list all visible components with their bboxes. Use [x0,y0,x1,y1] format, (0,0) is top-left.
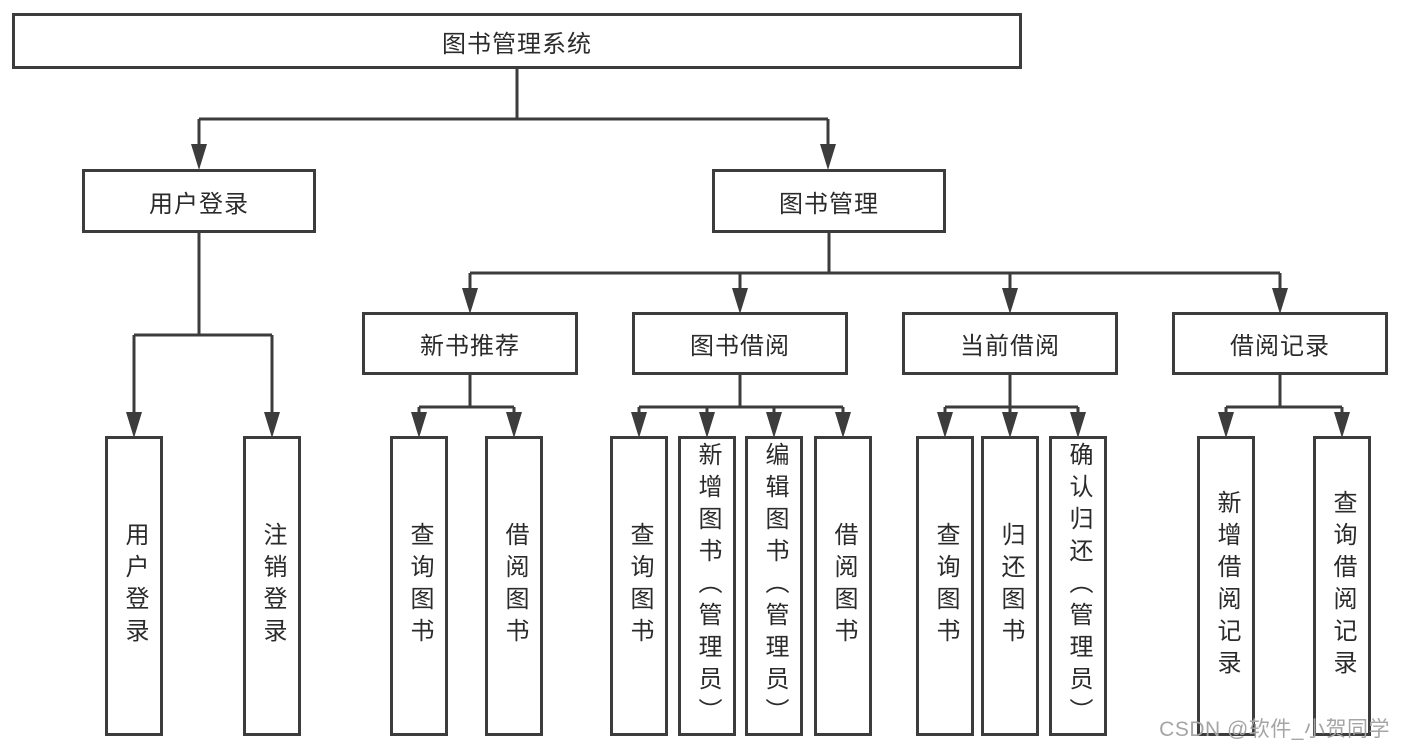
node-user-login-leaf: 用户登录 [105,436,163,736]
arrowhead [1334,412,1350,438]
node-add-book-admin: 新增图书（管理员） [678,436,736,736]
arrowhead [937,412,953,438]
connector-line [197,69,830,146]
node-label: 查询图书 [406,522,433,650]
node-current-borrow: 当前借阅 [902,312,1118,375]
node-label: 归还图书 [997,522,1024,650]
arrowhead [191,144,207,170]
node-add-borrow-record: 新增借阅记录 [1197,436,1255,736]
arrowhead [462,288,478,314]
connector-line [1224,375,1344,413]
node-query-books-borrow: 查询图书 [610,436,668,736]
node-label: 图书管理 [779,190,879,218]
connector-user-login-to-children [126,233,280,438]
csdn-watermark: CSDN @软件_小贺同学 [1159,718,1390,741]
node-label: 注销登录 [259,522,286,650]
arrowhead [1002,288,1018,314]
node-query-books-current: 查询图书 [916,436,974,736]
node-borrow-books-recommend: 借阅图书 [485,436,543,736]
arrowhead [126,412,142,438]
arrowhead [264,412,280,438]
node-library-management-system: 图书管理系统 [12,13,1022,69]
connector-line [417,375,516,413]
arrowhead [699,412,715,438]
arrowhead [1272,288,1288,314]
node-label: 借阅图书 [830,522,857,650]
connector-line [637,375,845,413]
node-book-borrow: 图书借阅 [632,312,848,375]
connector-root-to-level2 [191,69,836,170]
node-label: 查询借阅记录 [1329,490,1356,682]
node-label: 确认归还（管理员） [1065,442,1092,730]
connector-book-management-to-level3 [462,233,1288,314]
node-borrow-books-leaf: 借阅图书 [814,436,872,736]
node-logout: 注销登录 [243,436,301,736]
node-label: 新增图书（管理员） [694,442,721,730]
node-query-borrow-record: 查询借阅记录 [1313,436,1371,736]
connector-new-book-recommend-to-children [411,375,522,438]
node-label: 新增借阅记录 [1213,490,1240,682]
arrowhead [835,412,851,438]
connector-book-borrow-to-children [631,375,851,438]
arrowhead [1002,412,1018,438]
node-query-books-recommend: 查询图书 [390,436,448,736]
node-book-management: 图书管理 [712,169,946,233]
arrowhead [631,412,647,438]
node-label: 用户登录 [121,522,148,650]
arrowhead [732,288,748,314]
node-label: 图书管理系统 [442,30,592,58]
node-label: 新书推荐 [420,333,520,360]
node-label: 借阅记录 [1230,333,1330,360]
node-borrow-records: 借阅记录 [1172,312,1388,375]
node-label: 编辑图书（管理员） [761,442,788,730]
connector-line [468,233,1282,290]
arrowhead [766,412,782,438]
node-user-login: 用户登录 [82,169,316,233]
connector-line [132,233,274,413]
node-label: 图书借阅 [690,333,790,360]
node-label: 查询图书 [626,522,653,650]
node-label: 借阅图书 [501,522,528,650]
node-new-book-recommend: 新书推荐 [362,312,578,375]
arrowhead [820,144,836,170]
node-confirm-return-admin: 确认归还（管理员） [1049,436,1107,736]
node-label: 当前借阅 [960,333,1060,360]
node-return-book: 归还图书 [981,436,1039,736]
arrowhead [1070,412,1086,438]
connector-current-borrow-to-children [937,375,1086,438]
node-edit-book-admin: 编辑图书（管理员） [745,436,803,736]
arrowhead [1218,412,1234,438]
arrowhead [411,412,427,438]
connector-borrow-records-to-children [1218,375,1350,438]
node-label: 查询图书 [932,522,959,650]
arrowhead [506,412,522,438]
node-label: 用户登录 [149,190,249,218]
connector-line [943,375,1080,413]
